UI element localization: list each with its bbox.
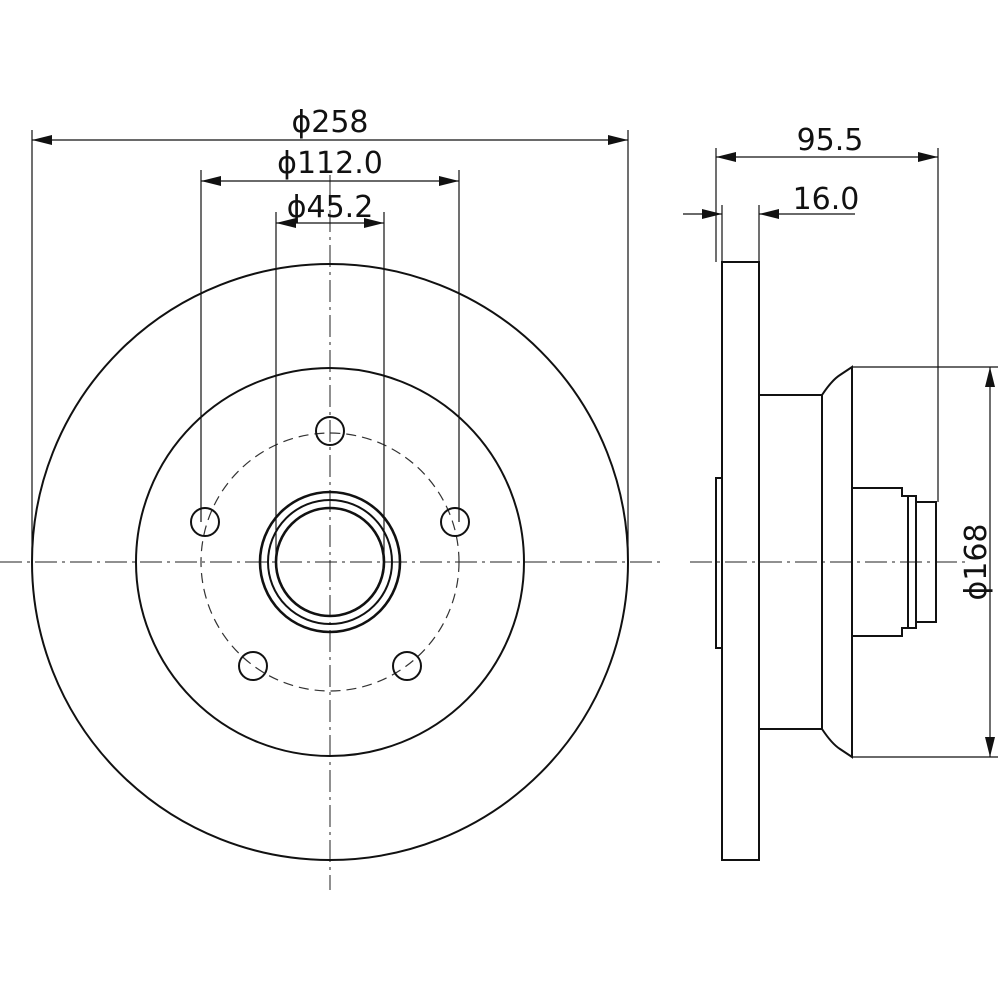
outer-diameter-label: ϕ258 <box>291 105 368 140</box>
center-bore-outer-ring <box>258 490 402 634</box>
hub-diameter-dimension: ϕ168 <box>852 366 998 758</box>
bolt-hole <box>440 507 470 537</box>
bolt-circle-dimension: ϕ112.0 <box>200 146 460 522</box>
bolt-hole <box>238 651 268 681</box>
overall-height-label: 95.5 <box>797 123 864 158</box>
bolt-hole <box>392 651 422 681</box>
disc-thickness-label: 16.0 <box>793 182 860 217</box>
bolt-hole <box>315 416 345 446</box>
overall-height-dimension: 95.5 <box>715 123 939 502</box>
outer-diameter-dimension: ϕ258 <box>31 105 629 562</box>
hat-edge <box>135 367 525 757</box>
center-bore-inner-ring <box>267 499 393 625</box>
inboard-flange <box>715 477 723 649</box>
hub-spigot <box>852 487 917 637</box>
disc-thickness-dimension: 16.0 <box>683 182 859 262</box>
bolt-circle <box>200 432 460 692</box>
bolt-holes <box>190 416 470 681</box>
center-bore-label: ϕ45.2 <box>287 190 374 225</box>
bolt-hole <box>190 507 220 537</box>
front-view: ϕ258 ϕ112.0 ϕ45.2 <box>0 105 665 890</box>
center-bore-dimension: ϕ45.2 <box>275 190 385 562</box>
disc-friction-ring <box>721 261 760 861</box>
bolt-circle-label: ϕ112.0 <box>277 146 383 181</box>
side-view: 95.5 16.0 ϕ168 <box>683 123 998 861</box>
hub-diameter-label: ϕ168 <box>959 523 994 600</box>
hub-spigot-tip <box>916 501 937 623</box>
hub-profile <box>759 365 853 759</box>
